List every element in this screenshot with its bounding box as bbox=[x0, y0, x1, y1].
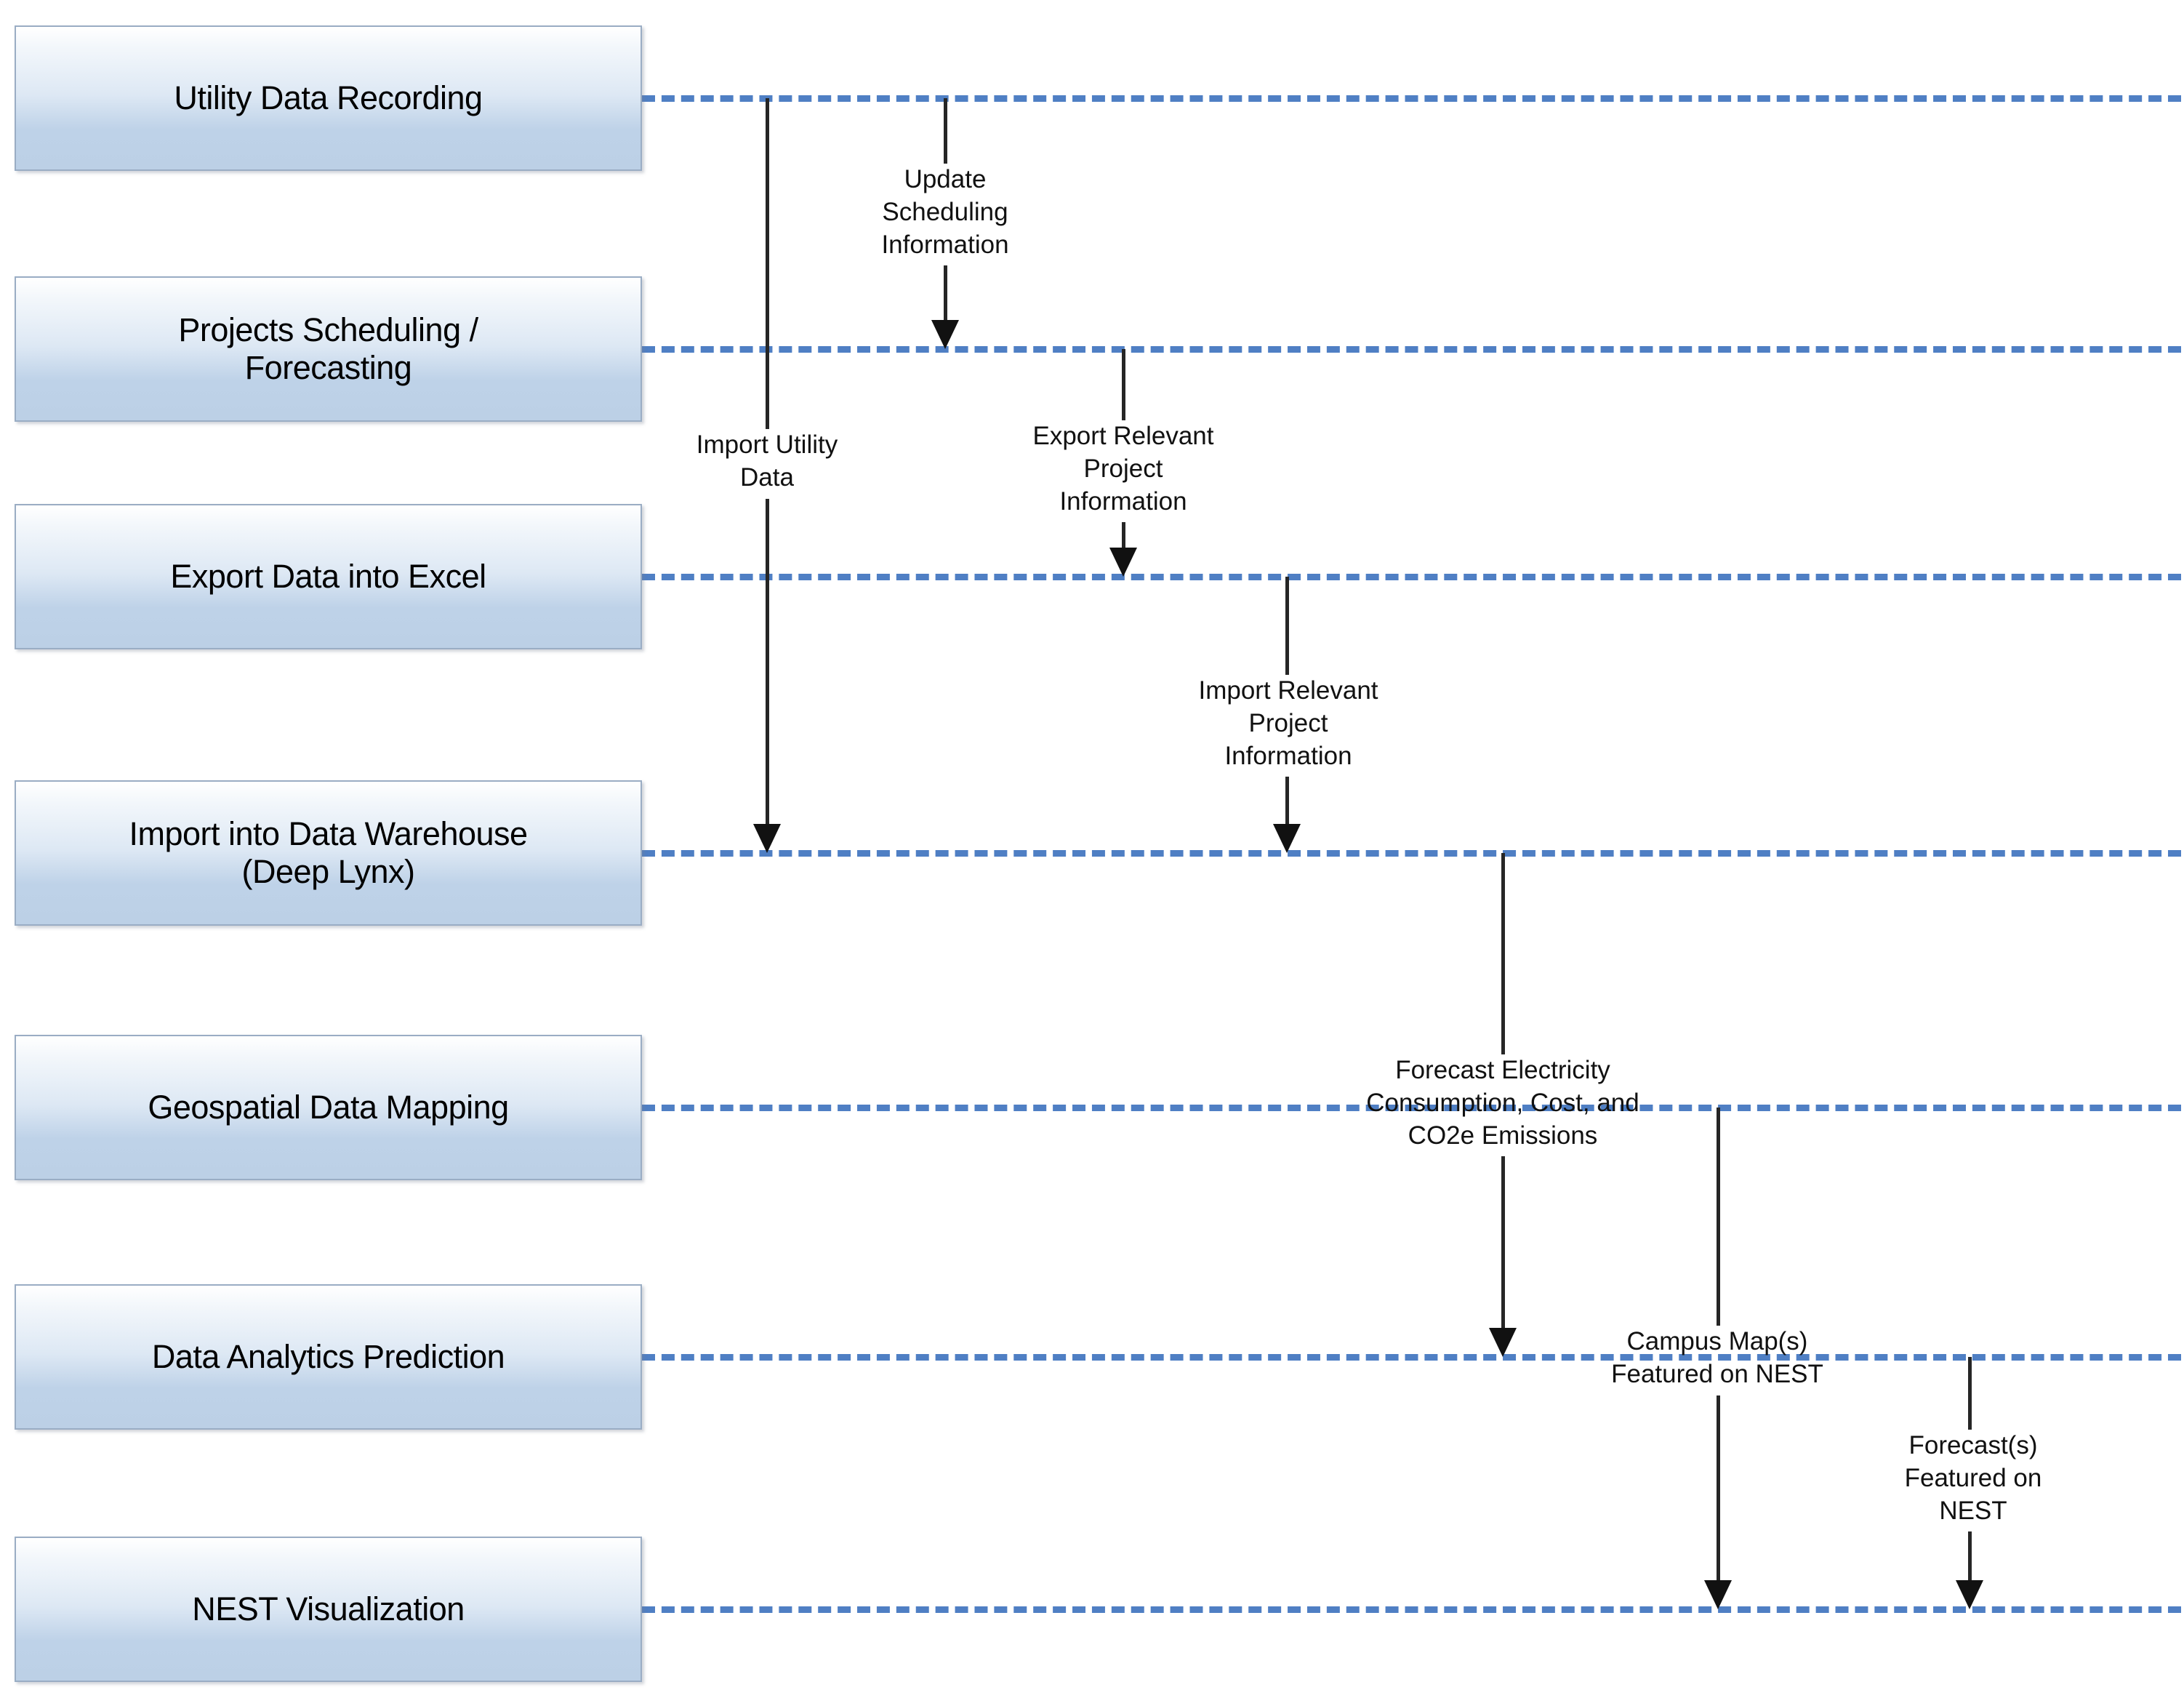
lane-box-import-data-warehouse[interactable]: Import into Data Warehouse(Deep Lynx) bbox=[15, 780, 642, 926]
connector-stem-lower bbox=[1717, 1395, 1720, 1580]
lane-box-projects-scheduling[interactable]: Projects Scheduling /Forecasting bbox=[15, 276, 642, 422]
lane-line-nest-visualization bbox=[642, 1606, 2181, 1613]
lane-line-data-analytics-prediction bbox=[642, 1354, 2181, 1361]
connector-stem-upper bbox=[1717, 1108, 1720, 1326]
connector-stem-lower bbox=[1285, 777, 1289, 824]
connector-stem-lower bbox=[766, 499, 769, 824]
lane-line-projects-scheduling bbox=[642, 346, 2181, 353]
lane-label-import-data-warehouse: Import into Data Warehouse(Deep Lynx) bbox=[129, 814, 528, 890]
lane-label-export-data-excel: Export Data into Excel bbox=[170, 557, 486, 595]
connector-stem-lower bbox=[1968, 1531, 1972, 1580]
lane-label-projects-scheduling: Projects Scheduling /Forecasting bbox=[178, 311, 478, 386]
lane-box-utility-data-recording[interactable]: Utility Data Recording bbox=[15, 25, 642, 171]
connector-stem-upper bbox=[1122, 349, 1125, 420]
lane-box-geospatial-data-mapping[interactable]: Geospatial Data Mapping bbox=[15, 1035, 642, 1180]
lane-label-geospatial-data-mapping: Geospatial Data Mapping bbox=[148, 1088, 509, 1126]
connector-arrowhead bbox=[931, 320, 959, 349]
connector-arrowhead bbox=[1489, 1328, 1517, 1357]
connector-arrowhead bbox=[1273, 824, 1301, 853]
lane-label-utility-data-recording: Utility Data Recording bbox=[174, 79, 483, 116]
connector-stem-upper bbox=[766, 98, 769, 429]
connector-stem-upper bbox=[1968, 1357, 1972, 1430]
connector-arrowhead bbox=[1956, 1580, 1983, 1609]
connector-stem-lower bbox=[944, 265, 947, 320]
connector-arrowhead bbox=[1704, 1580, 1732, 1609]
connector-label-campus-maps-featured-on-nest: Campus Map(s)Featured on NEST bbox=[1611, 1327, 1823, 1388]
connector-stem-upper bbox=[944, 98, 947, 164]
lane-line-export-data-excel bbox=[642, 574, 2181, 580]
connector-stem-lower bbox=[1122, 522, 1125, 548]
lane-label-nest-visualization: NEST Visualization bbox=[192, 1590, 465, 1627]
connector-arrowhead bbox=[753, 824, 781, 853]
lane-box-nest-visualization[interactable]: NEST Visualization bbox=[15, 1537, 642, 1682]
lane-box-export-data-excel[interactable]: Export Data into Excel bbox=[15, 504, 642, 649]
lane-label-data-analytics-prediction: Data Analytics Prediction bbox=[151, 1337, 505, 1375]
connector-stem-upper bbox=[1285, 577, 1289, 675]
lane-line-import-data-warehouse bbox=[642, 850, 2181, 857]
lane-line-utility-data-recording bbox=[642, 95, 2181, 102]
connector-stem-upper bbox=[1501, 853, 1505, 1054]
connector-stem-lower bbox=[1501, 1156, 1505, 1328]
lane-line-geospatial-data-mapping bbox=[642, 1105, 2181, 1111]
lane-box-data-analytics-prediction[interactable]: Data Analytics Prediction bbox=[15, 1284, 642, 1430]
connector-arrowhead bbox=[1109, 548, 1137, 577]
